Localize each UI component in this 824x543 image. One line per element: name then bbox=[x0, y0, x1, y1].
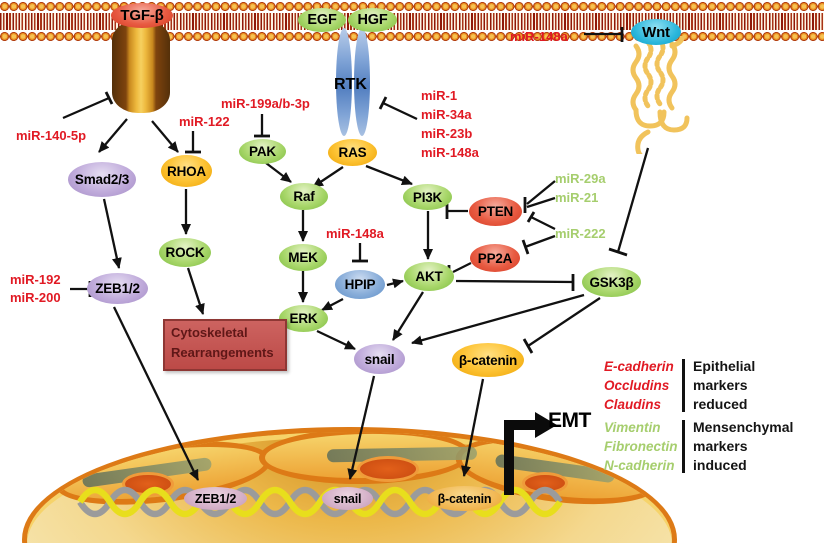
nuclear-snail: snail bbox=[322, 487, 373, 510]
mirna-list-pten: miR-29a miR-21 bbox=[555, 169, 606, 207]
legend-desc-epithelial: Epithelial bbox=[693, 358, 756, 374]
hgf-ligand: HGF bbox=[348, 8, 397, 32]
legend-divider bbox=[682, 359, 685, 412]
mirna-199ab-3p: miR-199a/b-3p bbox=[221, 96, 310, 111]
node-smad2-3: Smad2/3 bbox=[68, 162, 136, 197]
emt-label: EMT bbox=[548, 409, 591, 432]
egf-ligand: EGF bbox=[298, 8, 346, 32]
node-raf: Raf bbox=[280, 183, 328, 210]
legend-desc-reduced: reduced bbox=[693, 396, 748, 412]
lipid-heads-outer bbox=[0, 0, 824, 13]
node-rock: ROCK bbox=[159, 238, 211, 267]
legend-gene-claudins: Claudins bbox=[604, 397, 662, 412]
node-beta-catenin: β-catenin bbox=[452, 343, 524, 377]
node-pak: PAK bbox=[239, 139, 286, 164]
node-erk: ERK bbox=[279, 305, 328, 332]
mirna-list-rtk: miR-1 miR-34a miR-23b miR-148a bbox=[421, 86, 479, 162]
node-snail: snail bbox=[354, 344, 405, 374]
wnt-ligand: Wnt bbox=[631, 19, 681, 45]
rtk-label: RTK bbox=[334, 76, 367, 93]
mirna-23b: miR-23b bbox=[421, 126, 473, 141]
nuclear-beta-catenin: β-catenin bbox=[427, 486, 502, 511]
lipid-tails bbox=[0, 13, 824, 30]
mirna-34a: miR-34a bbox=[421, 107, 472, 122]
mirna-148a-rtk: miR-148a bbox=[421, 145, 479, 160]
cytoskeletal-box: Cytoskeletal Rearrangements bbox=[163, 319, 287, 371]
emt-arrow bbox=[504, 412, 557, 495]
node-mek: MEK bbox=[279, 244, 327, 271]
tgfb-ligand: TGF-β bbox=[111, 3, 173, 28]
node-hpip: HPIP bbox=[335, 270, 385, 299]
legend-gene-n-cadherin: N-cadherin bbox=[604, 458, 675, 473]
legend-gene-fibronectin: Fibronectin bbox=[604, 439, 678, 454]
node-pi3k: PI3K bbox=[403, 184, 452, 210]
node-pten: PTEN bbox=[469, 197, 522, 226]
mirna-148a-wnt: miR-148a bbox=[510, 29, 568, 44]
nucleus bbox=[22, 427, 677, 543]
wnt-receptor bbox=[630, 36, 690, 154]
cytoskeletal-box-line1: Cytoskeletal bbox=[171, 325, 248, 340]
legend-divider bbox=[682, 420, 685, 473]
cytoskeletal-box-line2: Rearrangements bbox=[171, 345, 274, 360]
legend-desc-markers: markers bbox=[693, 377, 748, 393]
mirna-21: miR-21 bbox=[555, 190, 599, 205]
node-pp2a: PP2A bbox=[470, 244, 520, 272]
nuclear-zeb1-2: ZEB1/2 bbox=[184, 487, 247, 510]
mirna-29a: miR-29a bbox=[555, 171, 606, 186]
tgfb-receptor bbox=[112, 20, 170, 113]
legend-desc-mesenchymal: Mensenchymal bbox=[693, 419, 794, 435]
mirna-list-zeb: miR-192 miR-200 bbox=[10, 271, 61, 306]
nuclear-pore bbox=[357, 456, 419, 482]
legend-desc-induced: induced bbox=[693, 457, 747, 473]
node-ras: RAS bbox=[328, 139, 377, 166]
mirna-222: miR-222 bbox=[555, 226, 606, 241]
mirna-140-5p: miR-140-5p bbox=[16, 128, 87, 143]
mirna-148a-hpip: miR-148a bbox=[326, 226, 384, 241]
legend: E-cadherin Occludins Claudins Epithelial… bbox=[604, 357, 793, 479]
legend-desc-markers: markers bbox=[693, 438, 748, 454]
legend-epithelial: E-cadherin Occludins Claudins Epithelial… bbox=[604, 357, 793, 414]
legend-gene-occludins: Occludins bbox=[604, 378, 670, 393]
mirna-192: miR-192 bbox=[10, 272, 61, 287]
mirna-122: miR-122 bbox=[179, 114, 230, 129]
mirna-1: miR-1 bbox=[421, 88, 458, 103]
legend-gene-e-cadherin: E-cadherin bbox=[604, 359, 674, 374]
node-gsk3b: GSK3β bbox=[582, 267, 641, 297]
legend-mesenchymal: Vimentin Fibronectin N-cadherin Mensench… bbox=[604, 418, 793, 475]
rtk-receptor-left bbox=[336, 28, 352, 136]
rtk-receptor-right bbox=[354, 28, 370, 136]
node-rhoa: RHOA bbox=[161, 155, 212, 187]
node-zeb1-2: ZEB1/2 bbox=[87, 273, 148, 304]
node-akt: AKT bbox=[404, 262, 454, 291]
legend-gene-vimentin: Vimentin bbox=[604, 420, 661, 435]
cell-membrane bbox=[0, 0, 824, 43]
mirna-200: miR-200 bbox=[10, 289, 61, 305]
